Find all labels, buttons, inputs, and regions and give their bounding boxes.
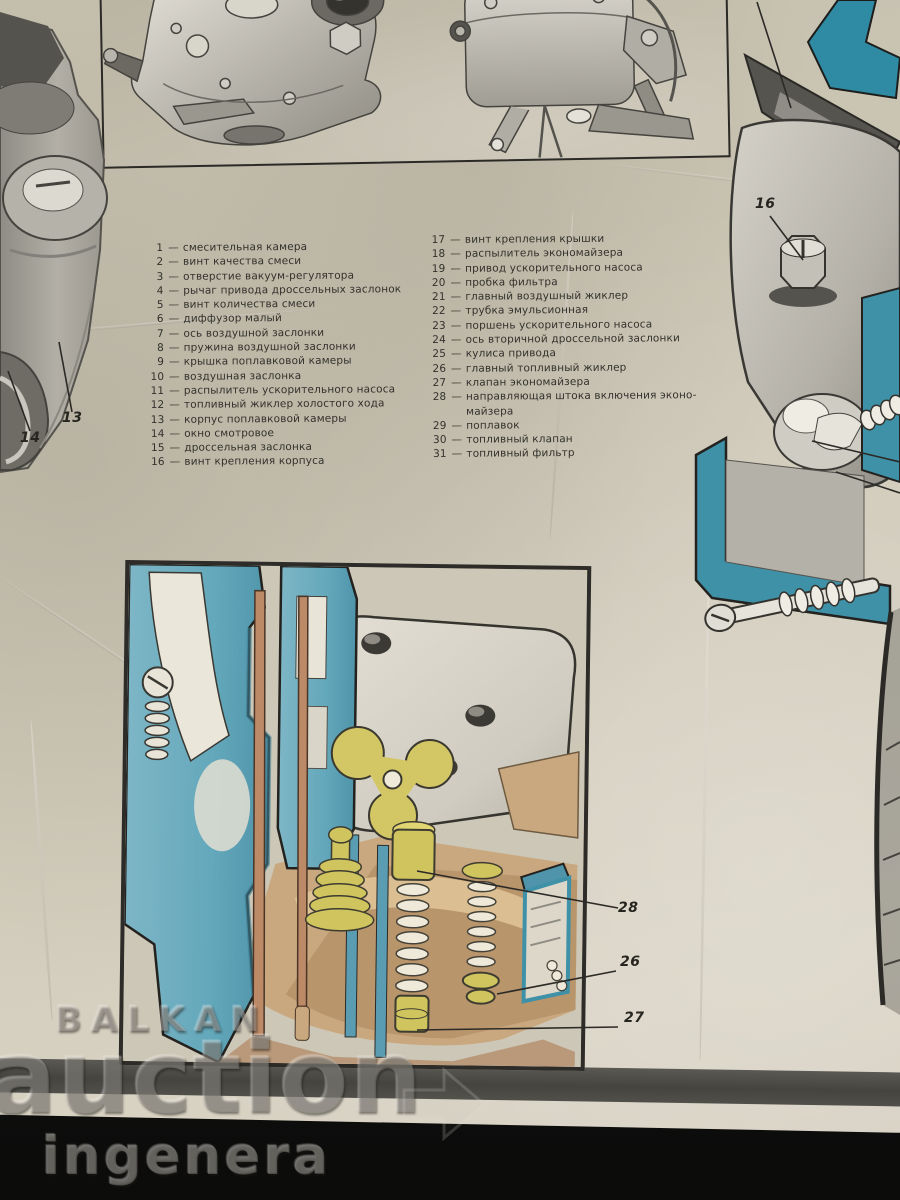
callout-14: 14: [20, 430, 41, 446]
carburetor-drawing-right: [449, 0, 695, 158]
callout-27: 27: [624, 1010, 645, 1026]
callout-13: 13: [62, 410, 83, 426]
watermark-arrow-icon: [402, 1066, 486, 1142]
float-chamber-body-drawing: [0, 12, 108, 474]
callout-16: 16: [755, 196, 776, 212]
float-chamber-cutaway-color: [694, 0, 900, 632]
watermark-ingenera: ingenera: [42, 1126, 332, 1187]
watermark-auction: auction: [0, 1018, 424, 1137]
callout-28: 28: [618, 900, 639, 916]
economizer-cutaway-frame: [118, 559, 592, 1072]
adjacent-panel-edge: [874, 608, 900, 1015]
top-panel-frame: [99, 0, 731, 169]
carburetor-drawing-left: [102, 0, 385, 146]
carburetor-exterior-drawings: [102, 0, 695, 158]
economizer-cutaway-illustration: [122, 564, 588, 1067]
watermark-balkan: BALKAN: [55, 1000, 269, 1040]
callout-26: 26: [620, 954, 641, 970]
